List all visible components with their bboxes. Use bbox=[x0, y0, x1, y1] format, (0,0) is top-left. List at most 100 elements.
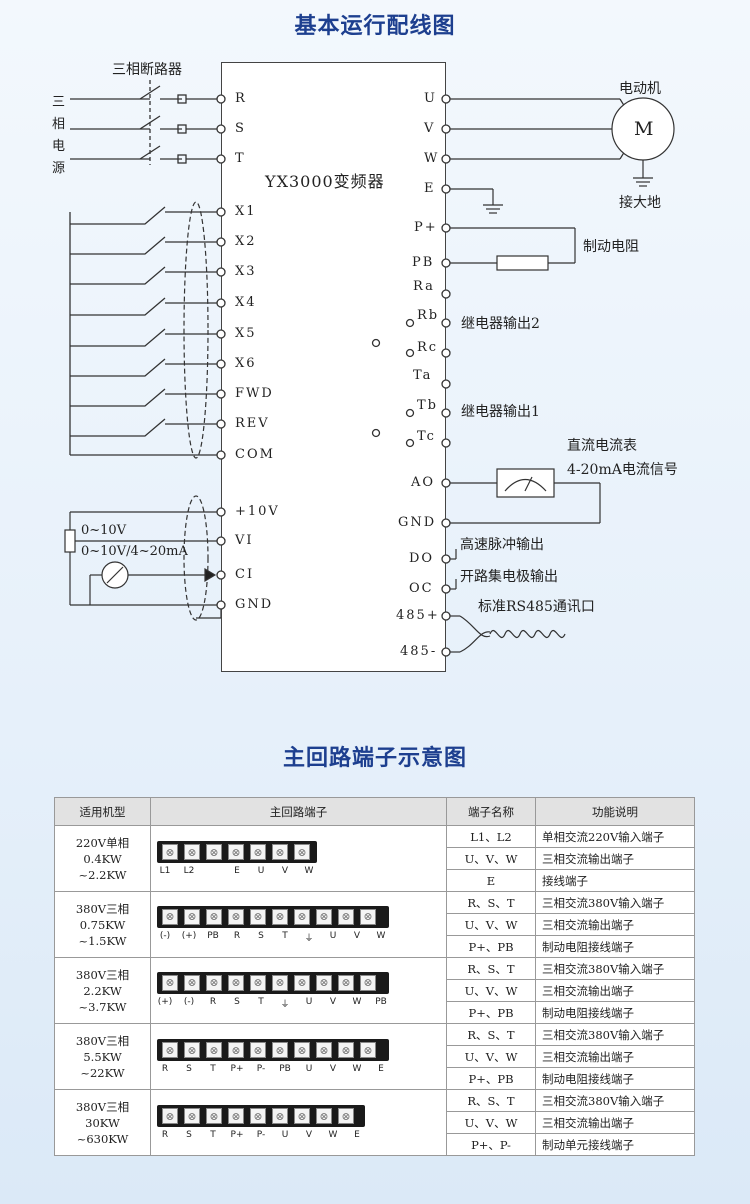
left-pin-label: CI bbox=[235, 567, 255, 582]
terminal-label: W bbox=[328, 1130, 338, 1140]
right-pin-label: Ra bbox=[413, 279, 435, 294]
screw-terminal-icon: ⊗ bbox=[360, 908, 376, 925]
terminal-label: U bbox=[305, 1064, 313, 1074]
terminal-label: R bbox=[161, 1064, 169, 1074]
header-function: 功能说明 bbox=[535, 797, 695, 826]
terminal-function: 接线端子 bbox=[535, 869, 695, 892]
terminal-label: L1 bbox=[159, 866, 171, 876]
input-switch bbox=[70, 236, 221, 255]
terminal-label: E bbox=[378, 1064, 384, 1074]
terminal-label: S bbox=[234, 996, 240, 1007]
left-pin-label: X3 bbox=[235, 264, 257, 279]
left-pin-label: FWD bbox=[235, 386, 274, 401]
screw-terminal-icon: ⊗ bbox=[206, 974, 222, 991]
screw-terminal-icon: ⊗ bbox=[272, 1108, 288, 1124]
terminal-label: S bbox=[186, 1064, 192, 1074]
terminal-label: R bbox=[161, 1130, 169, 1140]
right-pin-label: P+ bbox=[414, 220, 438, 235]
left-pin-label: GND bbox=[235, 597, 274, 612]
terminal-label: W bbox=[376, 930, 386, 941]
terminal-name: E bbox=[446, 869, 536, 892]
terminal-diagram-title: 主回路端子示意图 bbox=[282, 746, 467, 771]
terminal-label: R bbox=[209, 996, 217, 1007]
terminal-name: U、V、W bbox=[446, 979, 536, 1002]
terminal-label: S bbox=[258, 930, 264, 941]
screw-terminal-icon: ⊗ bbox=[272, 974, 288, 991]
relay1-label: 继电器输出1 bbox=[461, 404, 540, 420]
terminal-label: V bbox=[281, 866, 289, 876]
terminal-function: 制动电阻接线端子 bbox=[535, 935, 695, 958]
terminal-label: T bbox=[210, 1064, 216, 1074]
pulse-output-label: 高速脉冲输出 bbox=[460, 537, 544, 553]
terminal-name: P+、PB bbox=[446, 1067, 536, 1090]
terminal-function: 三相交流输出端子 bbox=[535, 1111, 695, 1134]
wiring-diagram-title: 基本运行配线图 bbox=[294, 14, 456, 39]
right-pin-label: AO bbox=[411, 475, 436, 490]
terminal-function: 三相交流输出端子 bbox=[535, 847, 695, 870]
screw-terminal-icon: ⊗ bbox=[272, 908, 288, 925]
left-pin-label: COM bbox=[235, 447, 275, 462]
vfd-name: YX3000变频器 bbox=[265, 172, 385, 191]
terminal-name: L1、L2 bbox=[446, 825, 536, 848]
terminal-label: V bbox=[353, 930, 361, 941]
right-pin-label: Rb bbox=[417, 308, 440, 323]
current-signal-label: 4-20mA电流信号 bbox=[567, 462, 678, 478]
ammeter-label: 直流电流表 bbox=[567, 438, 637, 454]
terminal-label: P+ bbox=[230, 1064, 244, 1074]
terminal-label: (-) bbox=[183, 996, 195, 1007]
terminal-label: PB bbox=[375, 996, 387, 1007]
input-switch bbox=[70, 206, 221, 225]
input-switch bbox=[70, 388, 221, 407]
right-pin-label: 485+ bbox=[396, 608, 440, 623]
screw-terminal-icon: ⊗ bbox=[294, 1108, 310, 1124]
right-pin-label: Rc bbox=[417, 340, 439, 355]
right-pin-label: PB bbox=[412, 255, 435, 270]
terminal-name: P+、PB bbox=[446, 1001, 536, 1024]
terminal-label: S bbox=[186, 1130, 192, 1140]
ground-label: 接大地 bbox=[619, 195, 661, 211]
right-pin-label: 485- bbox=[400, 644, 438, 659]
right-pin-label: Tc bbox=[417, 429, 436, 444]
vi-range-label: 0~10V/4~20mA bbox=[81, 544, 188, 559]
screw-terminal-icon: ⊗ bbox=[228, 974, 244, 991]
model-line: 380V三相 bbox=[75, 1099, 130, 1114]
screw-terminal-icon: ⊗ bbox=[184, 974, 200, 991]
left-pin-label: X6 bbox=[235, 356, 257, 371]
terminal-label: E bbox=[234, 866, 240, 876]
screw-terminal-icon: ⊗ bbox=[184, 1108, 200, 1124]
model-line: 0.75KW ~1.5KW bbox=[78, 917, 127, 948]
breaker-label: 三相断路器 bbox=[112, 62, 182, 78]
terminal-label: V bbox=[305, 1130, 313, 1140]
terminal-label: V bbox=[329, 1064, 337, 1074]
right-pin-label: V bbox=[424, 121, 436, 136]
terminal-label: W bbox=[352, 996, 362, 1007]
screw-terminal-icon: ⊗ bbox=[184, 908, 200, 925]
oc-output-label: 开路集电极输出 bbox=[460, 569, 558, 585]
terminal-function: 制动单元接线端子 bbox=[535, 1133, 695, 1156]
terminal-label: W bbox=[352, 1064, 362, 1074]
motor-label: 电动机 bbox=[619, 81, 661, 97]
screw-terminal-icon: ⊗ bbox=[228, 1108, 244, 1124]
terminal-name: P+、PB bbox=[446, 935, 536, 958]
model-line: 30KW ~630KW bbox=[76, 1115, 129, 1146]
terminal-function: 制动电阻接线端子 bbox=[535, 1067, 695, 1090]
screw-terminal-icon: ⊗ bbox=[360, 974, 376, 991]
right-pin-label: GND bbox=[398, 515, 437, 530]
